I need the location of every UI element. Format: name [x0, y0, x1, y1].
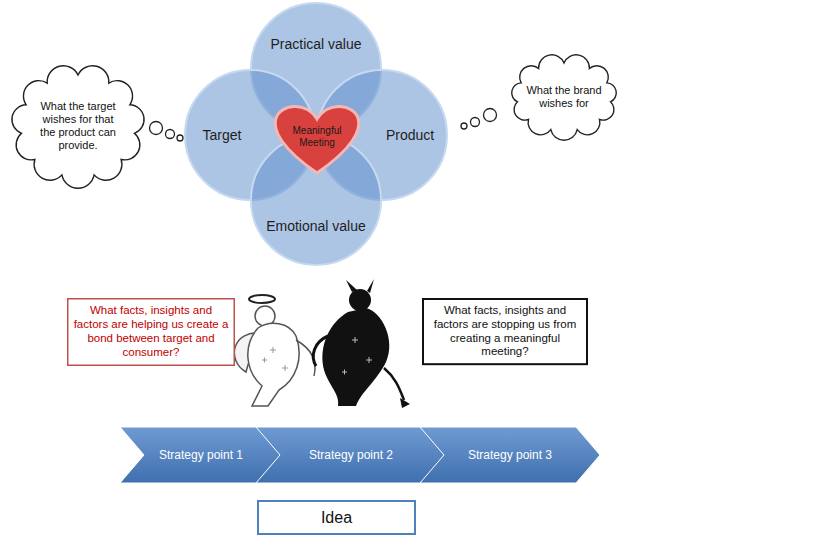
- node-label: Target: [203, 127, 242, 144]
- strategy-chevron: Strategy point 3: [420, 427, 600, 483]
- devil-figure: [313, 279, 410, 408]
- fact-box: What facts, insights and factors are hel…: [67, 298, 235, 366]
- node-label: What facts, insights and factors are hel…: [73, 304, 229, 359]
- idea-box: Idea: [257, 500, 416, 535]
- node-label: Idea: [321, 508, 352, 527]
- node-label: Strategy point 2: [309, 448, 393, 462]
- node-label: What facts, insights and factors are sto…: [428, 304, 582, 359]
- node-label: Emotional value: [266, 218, 366, 235]
- node-label: What the brand wishes for: [526, 84, 602, 110]
- strategy-chevron: Strategy point 1: [120, 427, 282, 483]
- angel-figure: [234, 295, 315, 406]
- node-label: Practical value: [270, 36, 361, 53]
- node-label: Strategy point 1: [159, 448, 243, 462]
- strategy-chevron: Strategy point 2: [256, 427, 446, 483]
- node-label: Strategy point 3: [468, 448, 552, 462]
- fact-box: What facts, insights and factors are sto…: [422, 298, 588, 365]
- thought-bubble: What the target wishes for that the prod…: [2, 58, 154, 194]
- meaning-heart: Meaningful Meeting: [270, 102, 364, 176]
- node-label: Product: [386, 127, 434, 144]
- node-label: What the target wishes for that the prod…: [38, 100, 118, 153]
- thought-bubble: What the brand wishes for: [498, 46, 630, 148]
- node-label: Meaningful Meeting: [286, 125, 348, 149]
